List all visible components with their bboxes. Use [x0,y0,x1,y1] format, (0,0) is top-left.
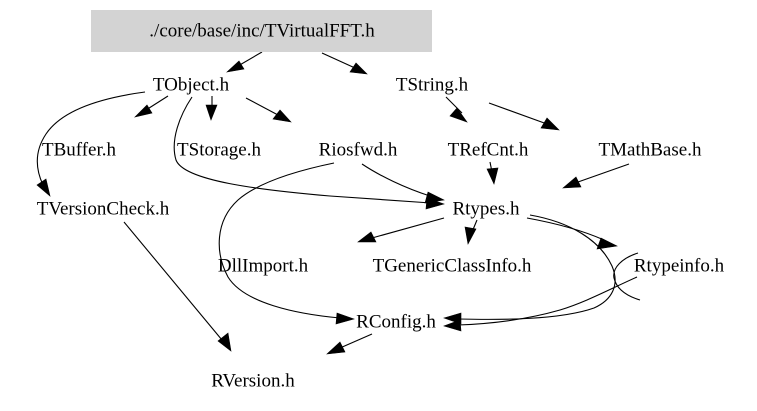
node-tobject[interactable]: TObject.h [153,74,230,95]
root-node-box [91,10,432,52]
node-label-rversion: RVersion.h [211,370,295,391]
node-label-trefcnt: TRefCnt.h [448,139,529,160]
edge-layer [36,51,641,355]
edge-tstring-to-trefcnt [445,96,468,123]
node-label-tstring: TString.h [396,74,469,95]
node-layer: ./core/base/inc/TVirtualFFT.h TObject.h … [37,10,725,391]
edge-rtypeinfo-to-rconfig [443,276,638,332]
node-rversion[interactable]: RVersion.h [211,370,295,391]
node-rtypeinfo[interactable]: Rtypeinfo.h [634,255,725,276]
edge-tobject-to-tversioncheck [36,91,146,197]
edge-rconfig-to-rversion [326,333,373,355]
edge-rtypes-to-rtypeinfo [526,217,618,250]
node-tbuffer[interactable]: TBuffer.h [42,139,117,160]
node-label-tstorage: TStorage.h [177,139,261,160]
edge-tobject-to-tbuffer [134,95,169,118]
edge-rtypes-to-dllimport [357,217,445,243]
edge-rtypeinfo-backcurve [613,252,641,301]
node-label-tbuffer: TBuffer.h [42,139,117,160]
node-rconfig[interactable]: RConfig.h [356,311,436,332]
edge-riosfwd-to-rtypes [361,163,445,204]
node-trefcnt[interactable]: TRefCnt.h [448,139,529,160]
node-label-riosfwd: Riosfwd.h [319,139,398,160]
node-tmathbase[interactable]: TMathBase.h [599,139,702,160]
node-label-rtypes: Rtypes.h [452,198,520,219]
node-label-rconfig: RConfig.h [356,311,436,332]
node-label-rtypeinfo: Rtypeinfo.h [634,255,725,276]
node-label-tgenericclassinfo: TGenericClassInfo.h [373,255,532,276]
node-label-tversioncheck: TVersionCheck.h [37,198,170,219]
edge-tversioncheck-to-rversion [123,221,232,352]
node-tstorage[interactable]: TStorage.h [177,139,261,160]
node-tgenericclassinfo[interactable]: TGenericClassInfo.h [373,255,532,276]
node-dllimport[interactable]: DllImport.h [218,255,309,276]
node-label-tobject: TObject.h [153,74,230,95]
edge-rtypes-to-tgenericclassinfo [464,219,478,245]
edge-root-to-tstring [321,52,368,75]
node-rtypes[interactable]: Rtypes.h [452,198,520,219]
edge-tstring-to-tmathbase [488,102,560,131]
node-tstring[interactable]: TString.h [396,74,469,95]
node-tversioncheck[interactable]: TVersionCheck.h [37,198,170,219]
edge-riosfwd-to-rconfig [218,162,355,325]
node-label-tmathbase: TMathBase.h [599,139,702,160]
node-root[interactable]: ./core/base/inc/TVirtualFFT.h [91,10,432,52]
node-riosfwd[interactable]: Riosfwd.h [319,139,398,160]
edge-root-to-tobject [226,51,263,73]
edge-tmathbase-to-rtypes [562,163,630,189]
edge-tobject-to-tstorage [205,96,218,121]
edge-tobject-to-riosfwd [245,97,292,123]
node-label-dllimport: DllImport.h [218,255,309,276]
edge-trefcnt-to-rtypes [486,161,499,185]
node-label-root: ./core/base/inc/TVirtualFFT.h [149,20,375,41]
